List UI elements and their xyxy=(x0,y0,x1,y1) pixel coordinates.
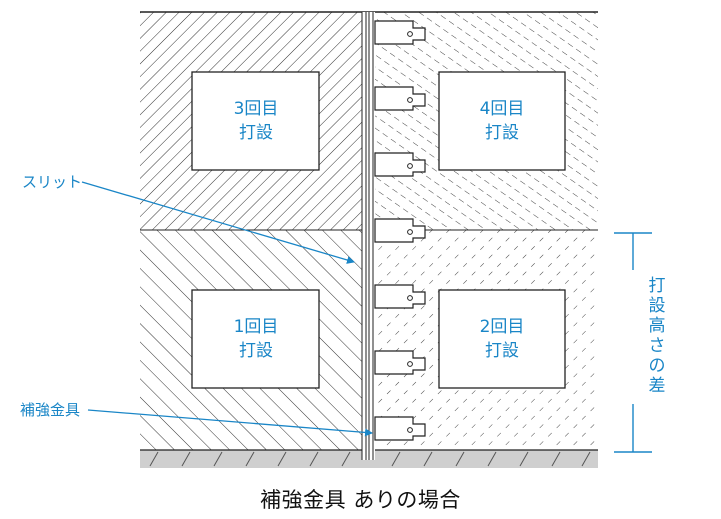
slit-leader-line xyxy=(81,181,355,264)
bracket xyxy=(374,350,426,375)
block-2-label-box xyxy=(438,289,566,389)
bracket xyxy=(374,284,426,309)
bracket-leader-line xyxy=(87,409,373,437)
block-4-label: 4回目 打設 xyxy=(434,97,570,145)
figure-caption: 補強金具 ありの場合 xyxy=(260,488,461,512)
height-difference-label: 打設高さの差 xyxy=(648,276,666,396)
bracket xyxy=(374,152,426,177)
block-1-label-box xyxy=(191,289,320,389)
slit-callout-label: スリット xyxy=(22,173,83,191)
block-3-pour-text: 打設 xyxy=(239,123,273,143)
block-1-pour-text: 打設 xyxy=(239,341,273,361)
block-4-pour-text: 打設 xyxy=(485,123,519,143)
block-2-pour-text: 打設 xyxy=(485,341,519,361)
block-4-label-box xyxy=(438,71,566,171)
block-2-pour-number: 2回目 xyxy=(479,317,525,337)
bracket xyxy=(374,218,426,243)
block-3-label-box xyxy=(191,71,320,171)
height-dimension xyxy=(614,232,652,453)
block-3-pour-number: 3回目 xyxy=(233,99,279,119)
block-3-label: 3回目 打設 xyxy=(188,97,324,145)
bracket-callout-label: 補強金具 xyxy=(20,401,81,419)
block-4-pour-number: 4回目 xyxy=(479,99,525,119)
bracket xyxy=(374,20,426,45)
block-1-pour-number: 1回目 xyxy=(233,317,279,337)
reinforcement-brackets xyxy=(374,20,426,441)
block-2-label: 2回目 打設 xyxy=(434,315,570,363)
bracket xyxy=(374,86,426,111)
block-1-label: 1回目 打設 xyxy=(188,315,324,363)
bracket xyxy=(374,416,426,441)
ground-hatch xyxy=(149,451,591,467)
